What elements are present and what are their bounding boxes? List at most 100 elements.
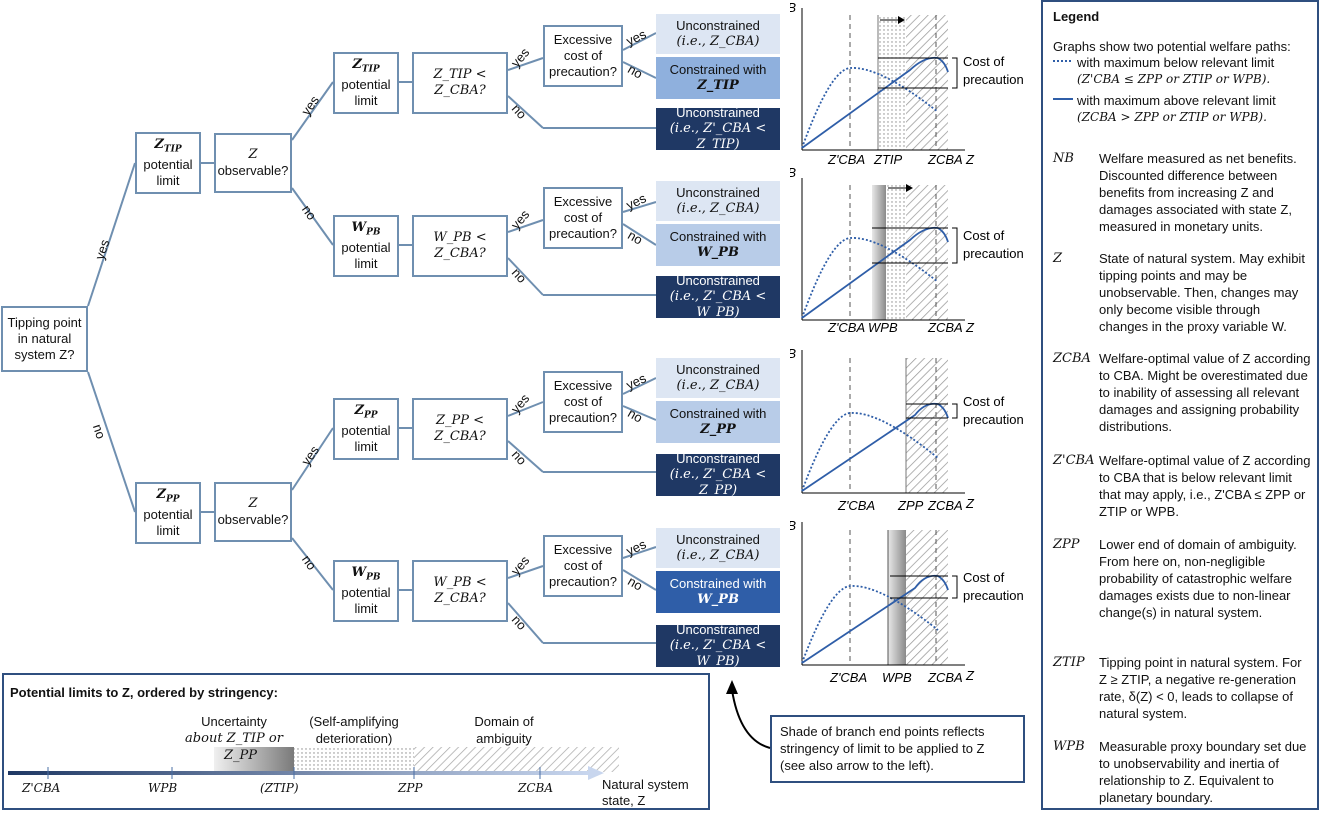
self-amplifying-label: (Self-amplifying deterioration)	[294, 713, 414, 747]
legend-description: State of natural system. May exhibit tip…	[1099, 251, 1305, 334]
pp-potential-limit: ZPP potential limit	[135, 482, 201, 544]
legend-description: Welfare-optimal value of Z according to …	[1099, 453, 1311, 519]
limit-symbol: WPB	[351, 219, 381, 238]
domain-ambiguity-label: Domain of ambiguity	[444, 713, 564, 747]
graph-wpb	[801, 178, 965, 321]
excessive-line: cost of	[563, 210, 603, 225]
end-line: (i.e., Z'_CBA < W_PB)	[669, 289, 767, 320]
excessive-line: cost of	[563, 48, 603, 63]
end-line: Z_PP	[700, 422, 736, 437]
graph-ztip	[801, 8, 965, 151]
end-line: Constrained with	[669, 62, 767, 77]
limit-line: limit	[156, 173, 180, 189]
graph-z: Z	[965, 496, 975, 511]
observable-question: Z observable?	[214, 482, 292, 542]
legend-item-ztip: ZTIP Tipping point in natural system. Fo…	[1053, 654, 1311, 734]
graph-z: Z	[965, 152, 975, 167]
root-line: in natural	[17, 331, 72, 346]
legend-item-nb: NB Welfare measured as net benefits. Dis…	[1053, 150, 1311, 240]
legend-item-z: Z State of natural system. May exhibit t…	[1053, 250, 1311, 334]
shade-note-line: (see also arrow to the left).	[780, 758, 934, 773]
end-unconstrained: Unconstrained(i.e., Z_CBA)	[656, 181, 780, 221]
excessive-line: cost of	[563, 394, 603, 409]
legend-description: Lower end of domain of ambiguity. From h…	[1099, 537, 1297, 620]
tick-zcba-prime: Z'CBA	[829, 670, 867, 685]
excessive-line: Excessive	[553, 194, 613, 209]
end-line: Constrained with	[669, 406, 767, 421]
excessive-line: precaution?	[549, 226, 617, 241]
wpb-limit-box: WPB potential limit	[333, 215, 399, 277]
tick-zcba-prime: Z'CBA	[22, 781, 61, 795]
excessive-line: Excessive	[553, 378, 613, 393]
shade-note-line: Shade of branch end points reflects	[780, 724, 985, 739]
limit-symbol: ZPP	[354, 402, 378, 421]
compare-wpb: W_PB < Z_CBA?	[412, 560, 508, 622]
compare-wpb: W_PB < Z_CBA?	[412, 215, 508, 277]
cost-label: precaution	[963, 72, 1024, 87]
end-unconstrained-prime: Unconstrained(i.e., Z'_CBA < W_PB)	[656, 622, 780, 669]
end-line: Unconstrained	[676, 622, 760, 637]
limits-panel-title: Potential limits to Z, ordered by string…	[10, 685, 278, 700]
legend-solid-line: (ZCBA > ZPP or ZTIP or WPB).	[1077, 110, 1267, 124]
observable-label: observable?	[217, 163, 289, 178]
limit-line: potential	[341, 423, 391, 439]
graph-z: Z	[965, 320, 975, 335]
graph-z: Z	[965, 668, 975, 683]
tick-wpb: WPB	[868, 320, 898, 335]
end-line: W_PB	[697, 592, 739, 607]
legend-item-zpp: ZPP Lower end of domain of ambiguity. Fr…	[1053, 536, 1311, 636]
end-unconstrained-prime: Unconstrained(i.e., Z'_CBA < Z_PP)	[656, 451, 780, 498]
solid-line-icon	[1053, 98, 1073, 100]
legend-symbol: ZPP	[1053, 537, 1080, 552]
cost-label: Cost of	[963, 570, 1005, 585]
limit-line: limit	[354, 439, 378, 455]
end-unconstrained: Unconstrained(i.e., Z_CBA)	[656, 358, 780, 398]
selfamp-line: deterioration)	[315, 731, 393, 746]
end-line: Unconstrained	[676, 105, 760, 120]
end-line: Unconstrained	[676, 273, 760, 288]
tick-zcba-prime: Z'CBA	[827, 320, 865, 335]
curved-arrow-icon	[726, 680, 771, 749]
wpb-limit-box: WPB potential limit	[333, 560, 399, 622]
compare-ztip: Z_TIP < Z_CBA?	[412, 52, 508, 114]
end-line: Unconstrained	[676, 185, 760, 200]
tick-zpp: ZPP	[398, 781, 423, 795]
legend-description: Welfare measured as net benefits. Discou…	[1099, 151, 1297, 234]
limit-symbol: WPB	[351, 564, 381, 583]
tick-zcba: ZCBA	[927, 498, 963, 513]
end-line: (i.e., Z_CBA)	[676, 548, 760, 563]
limit-line: limit	[354, 93, 378, 109]
tick-zcba-prime: Z'CBA	[827, 152, 865, 167]
end-unconstrained-prime: Unconstrained(i.e., Z'_CBA < W_PB)	[656, 273, 780, 320]
end-line: Unconstrained	[676, 532, 760, 547]
end-line: (i.e., Z_CBA)	[676, 201, 760, 216]
uncertainty-line: about Z_TIP or	[185, 731, 283, 746]
end-line: (i.e., Z'_CBA < Z_PP)	[669, 467, 767, 498]
end-line: W_PB	[697, 245, 739, 260]
cost-label: precaution	[963, 412, 1024, 427]
excessive-line: precaution?	[549, 64, 617, 79]
limit-line: limit	[354, 256, 378, 272]
limit-line: potential	[143, 157, 193, 173]
limit-symbol: ZPP	[156, 486, 180, 505]
legend-description: Tipping point in natural system. For Z ≥…	[1099, 655, 1302, 721]
legend-item-zcba-prime: Z'CBA Welfare-optimal value of Z accordi…	[1053, 452, 1311, 527]
excessive-line: precaution?	[549, 410, 617, 425]
axis-line: state, Z	[602, 793, 646, 808]
legend-item-wpb: WPB Measurable proxy boundary set due to…	[1053, 738, 1311, 808]
shade-note: Shade of branch end points reflects stri…	[770, 715, 1025, 783]
end-line: Unconstrained	[676, 451, 760, 466]
end-line: (i.e., Z_CBA)	[676, 34, 760, 49]
legend-intro: Graphs show two potential welfare paths:	[1053, 39, 1291, 54]
end-line: (i.e., Z_CBA)	[676, 378, 760, 393]
compare-zpp: Z_PP < Z_CBA?	[412, 398, 508, 460]
root-line: system Z?	[14, 347, 75, 362]
excessive-line: Excessive	[553, 32, 613, 47]
limit-line: potential	[341, 240, 391, 256]
legend-item-zcba: ZCBA Welfare-optimal value of Z accordin…	[1053, 350, 1311, 440]
end-line: Unconstrained	[676, 18, 760, 33]
